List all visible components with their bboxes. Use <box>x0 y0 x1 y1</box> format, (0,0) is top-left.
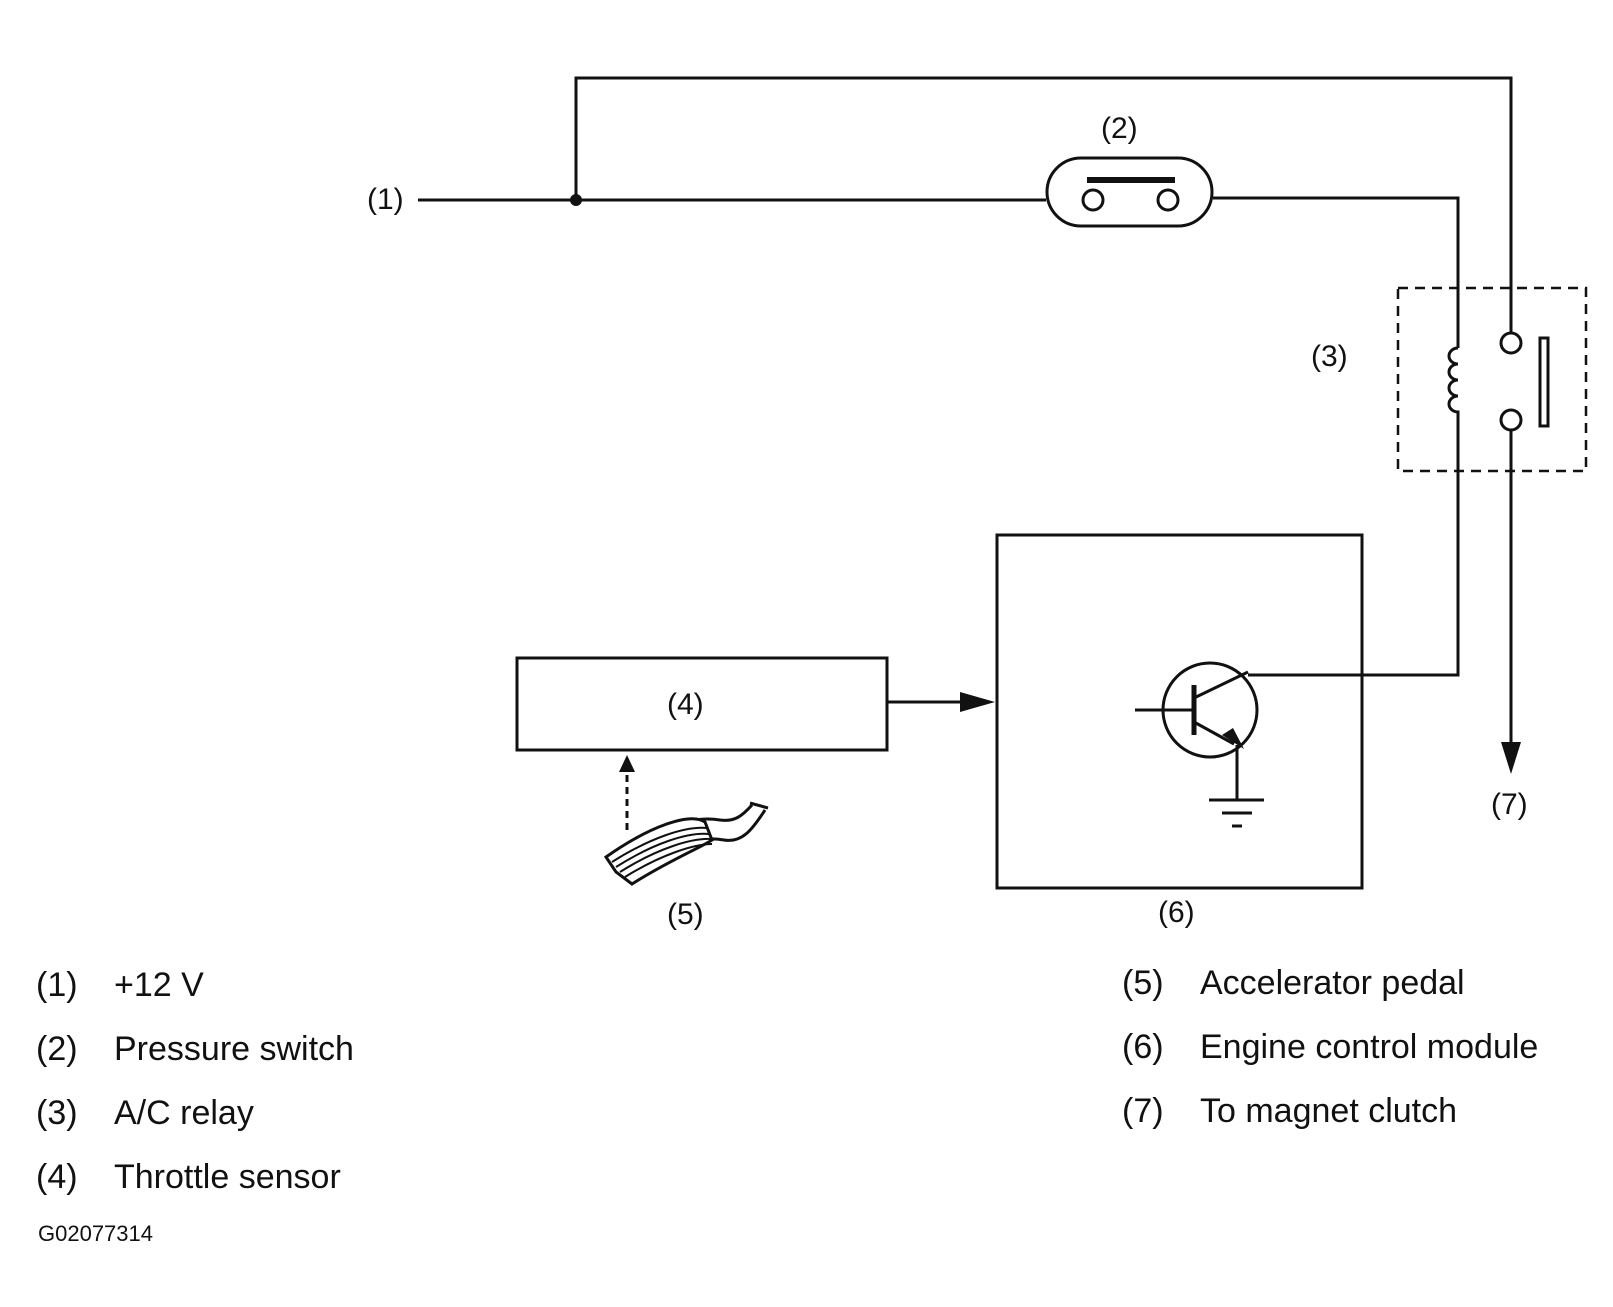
legend-text: Throttle sensor <box>114 1158 341 1196</box>
wire-coil-to-ecm <box>1248 414 1460 677</box>
transistor-icon <box>1135 661 1259 800</box>
relay-contact-bottom <box>1499 408 1523 432</box>
legend-number: (3) <box>36 1094 78 1132</box>
callout-3: (3) <box>1311 340 1348 373</box>
legend-text: Accelerator pedal <box>1200 964 1465 1002</box>
callout-5: (5) <box>667 898 704 931</box>
pressure-switch <box>1045 156 1214 228</box>
legend-right: (5) Accelerator pedal (6) Engine control… <box>1122 966 1602 1136</box>
callout-6: (6) <box>1158 896 1195 929</box>
ac-relay <box>1396 286 1588 473</box>
relay-contact-top <box>1499 331 1523 355</box>
legend-number: (6) <box>1122 1028 1164 1066</box>
relay-coil <box>1447 346 1460 414</box>
legend-number: (4) <box>36 1158 78 1196</box>
wire-coil <box>1213 196 1460 348</box>
wire-relay-switch-feed <box>574 76 1513 333</box>
legend-text: Engine control module <box>1200 1028 1539 1066</box>
throttle-sensor-box <box>515 656 889 752</box>
callout-1: (1) <box>367 183 404 216</box>
legend-text: To magnet clutch <box>1200 1092 1458 1130</box>
callout-2: (2) <box>1101 112 1138 145</box>
callout-4: (4) <box>667 688 704 721</box>
legend-text: A/C relay <box>114 1094 254 1132</box>
pedal-link-arrow <box>619 755 635 772</box>
legend-text: Pressure switch <box>114 1030 354 1068</box>
arrow-to-clutch <box>1501 742 1521 774</box>
ground-icon <box>1209 798 1264 828</box>
callout-7: (7) <box>1491 788 1528 821</box>
legend-number: (5) <box>1122 964 1164 1002</box>
figure-code: G02077314 <box>38 1221 153 1246</box>
legend-left: (1) +12 V (2) Pressure switch (3) A/C re… <box>36 968 736 1198</box>
ecm-box <box>995 533 1364 890</box>
legend-number: (2) <box>36 1030 78 1068</box>
arrow-sensor-to-ecm <box>960 692 995 712</box>
accelerator-pedal-icon <box>603 801 769 886</box>
relay-armature <box>1538 336 1550 428</box>
legend-number: (7) <box>1122 1092 1164 1130</box>
legend-number: (1) <box>36 966 78 1004</box>
legend-text: +12 V <box>114 966 204 1004</box>
